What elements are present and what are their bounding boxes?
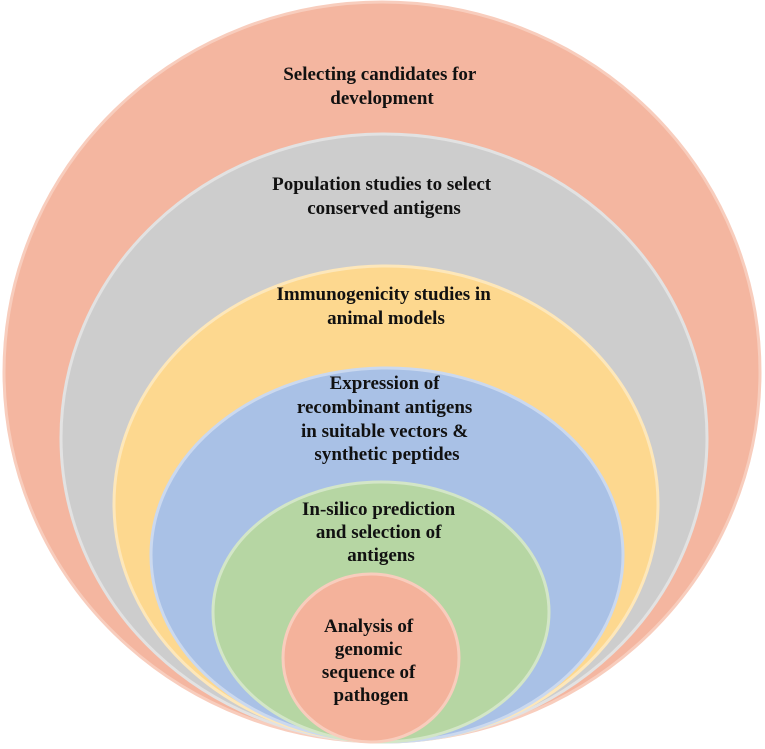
ring-expression-recombinant-label: Expression of recombinant antigens in su… [297,373,477,465]
ring-label-line: synthetic peptides [314,444,459,465]
ring-label-line: pathogen [334,685,409,706]
ring-selecting-candidates-label: Selecting candidates for development [283,64,481,109]
ring-label-line: in suitable vectors & [301,421,468,442]
ring-immunogenicity-studies-label: Immunogenicity studies in animal models [276,284,495,329]
ring-label-line: Immunogenicity studies in [276,284,491,305]
ring-label-line: Expression of [330,373,441,394]
ring-in-silico-prediction-label: In-silico prediction and selection of an… [302,499,460,566]
ring-label-line: Analysis of [324,616,414,637]
ring-label-line: Population studies to select [272,174,492,195]
ring-genomic-analysis-label: Analysis of genomic sequence of pathogen [322,616,420,706]
ring-label-line: sequence of [322,662,416,683]
ring-label-line: antigens [347,545,415,566]
ring-genomic-analysis-shape [281,572,461,744]
ring-genomic-analysis: Analysis of genomic sequence of pathogen [281,572,461,744]
ring-label-line: Selecting candidates for [283,64,477,85]
ring-population-studies-label: Population studies to select conserved a… [272,174,496,219]
ring-label-line: genomic [335,639,403,660]
ring-label-line: In-silico prediction [302,499,456,520]
ring-label-line: animal models [327,308,445,329]
ring-label-line: conserved antigens [307,198,461,219]
ring-label-line: recombinant antigens [297,397,472,418]
ring-label-line: development [330,88,434,109]
ring-label-line: and selection of [316,522,442,543]
